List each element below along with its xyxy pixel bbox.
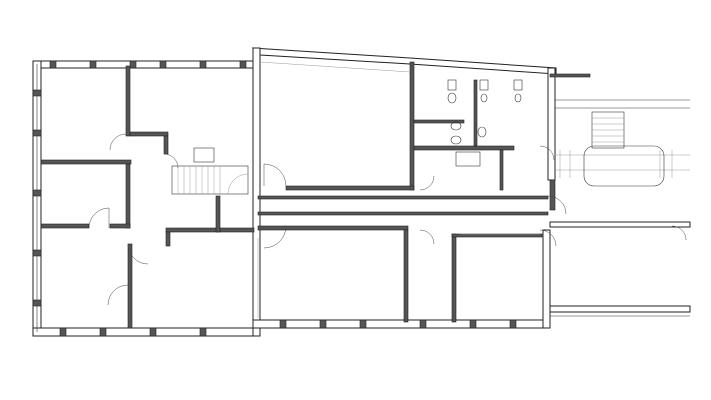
glazed-partitions [257, 61, 540, 318]
toilet-fixtures [193, 79, 523, 167]
wall-right-lower [542, 229, 551, 329]
staircase-right [555, 99, 690, 187]
windows [32, 60, 517, 337]
wall-bottom-left [32, 327, 256, 337]
exterior-walls [32, 47, 691, 337]
wall-top-left [32, 60, 256, 69]
interior-walls [40, 61, 591, 329]
wall-right-toilets [547, 67, 556, 181]
wall-right-wing-bottom [549, 305, 691, 313]
wall-middle-divider [252, 47, 261, 337]
staircase-left [171, 165, 249, 195]
wall-top-slanted [251, 47, 557, 75]
wall-corridor-right-top [549, 221, 691, 228]
doors [88, 133, 687, 306]
wall-bottom-middle [252, 319, 551, 329]
